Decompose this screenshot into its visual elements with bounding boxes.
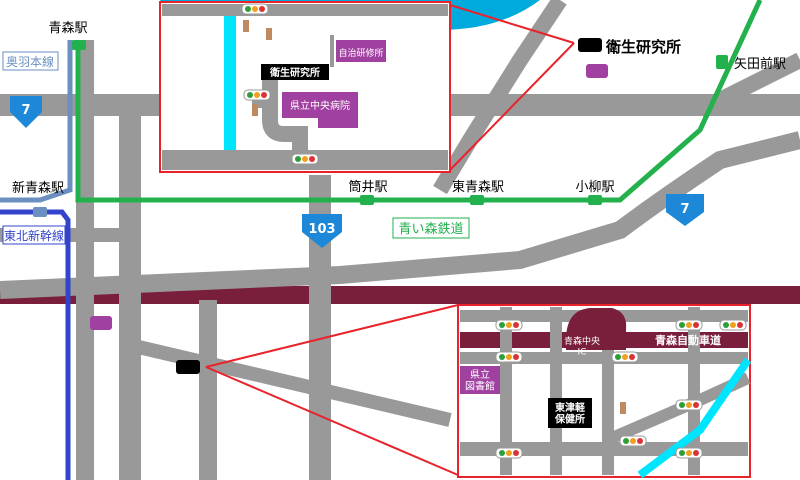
shinkansen-label: 東北新幹線 [4,228,64,243]
expressway-label: 青森自動車道 [655,333,721,347]
tosugaru-inset-label: 東津軽保健所 [554,401,586,426]
station-shin-aomori: 新青森駅 [12,180,64,196]
station-markers [33,40,728,217]
shinkansen-label-box [2,225,66,245]
route-7-left-label: 7 [21,103,30,118]
leader-top-lower [449,42,575,171]
station-higashi-aomori: 東青森駅 [452,179,504,195]
route-7-left-shield: 7 [10,96,42,128]
ou-line-label-box [2,51,59,71]
aoimori-label: 青い森鉄道 [398,222,463,237]
leader-top-upper [449,4,575,44]
leader-bottom-lower [205,366,459,476]
station-yadamae: 矢田前駅 [734,56,786,72]
route-7-right-label: 7 [680,202,689,217]
aoimori-label-box [392,217,470,239]
library-label: 県立図書館 [465,368,495,393]
facility-marker-main-left [90,316,112,330]
facility-marker-main-top [586,64,608,78]
ou-line [0,40,73,203]
station-aomori: 青森駅 [48,21,87,36]
leader-bottom-upper [205,304,459,368]
route-7-right-shield: 7 [666,194,704,226]
expressway-band [0,286,800,304]
route-103-label: 103 [308,222,335,237]
inset-top-signals [241,3,319,165]
inset-top: 自治研修所 県立中央病院 衛生研究所 [159,1,451,173]
inset-bottom-signals [495,319,747,459]
hospital-label: 県立中央病院 [290,99,350,112]
inset-bottom-pole [620,402,626,414]
eisei-destination-label: 衛生研究所 [605,38,681,56]
jichi-label: 自治研修所 [338,47,383,59]
inset-top-poles [243,20,272,116]
ou-line-label: 奥羽本線 [6,54,54,69]
route-103-shield: 103 [302,214,342,248]
eisei-inset-label: 衛生研究所 [269,66,320,79]
aoimori-line [75,0,763,203]
station-koyanagi: 小柳駅 [575,180,614,195]
station-tsutsui: 筒井駅 [348,179,387,195]
eisei-marker [578,38,602,52]
tosugaru-marker [176,360,200,374]
shinkansen-line [0,209,71,480]
